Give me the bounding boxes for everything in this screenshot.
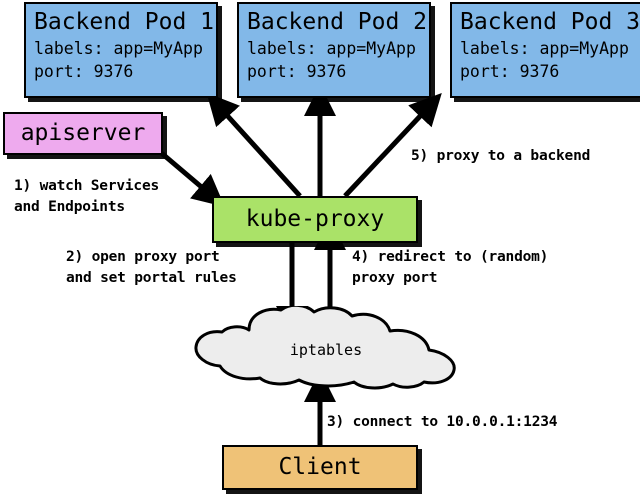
kube-proxy-label: kube-proxy: [245, 206, 385, 232]
step-4-label: 4) redirect to (random) proxy port: [352, 249, 549, 286]
client-box: Client: [222, 445, 418, 490]
pod-port: port: 9376: [460, 62, 560, 81]
arrow-apiserver-to-kubeproxy: [157, 149, 225, 207]
pod-labels: labels: app=MyApp: [460, 39, 629, 58]
pod-title: Backend Pod 1: [34, 9, 215, 35]
step-3-label: 3) connect to 10.0.0.1:1234: [327, 414, 558, 430]
step-5-label: 5) proxy to a backend: [411, 148, 591, 164]
pod-port: port: 9376: [34, 62, 134, 81]
kube-proxy-box: kube-proxy: [212, 196, 418, 243]
step-2-label: 2) open proxy port and set portal rules: [66, 249, 237, 286]
arrow-kubeproxy-to-pod1: [206, 92, 302, 198]
apiserver-box: apiserver: [3, 112, 163, 155]
step-1-label: 1) watch Services and Endpoints: [14, 178, 160, 215]
backend-pod-1-box: Backend Pod 1 labels: app=MyApp port: 93…: [24, 2, 218, 98]
apiserver-label: apiserver: [20, 120, 146, 146]
backend-pod-2-box: Backend Pod 2 labels: app=MyApp port: 93…: [237, 2, 431, 98]
pod-title: Backend Pod 3: [460, 9, 640, 35]
backend-pod-3-box: Backend Pod 3 labels: app=MyApp port: 93…: [450, 2, 640, 98]
pod-port: port: 9376: [247, 62, 347, 81]
client-label: Client: [278, 454, 362, 480]
pod-labels: labels: app=MyApp: [34, 39, 203, 58]
pod-title: Backend Pod 2: [247, 9, 428, 35]
iptables-cloud: iptables: [186, 306, 466, 390]
pod-labels: labels: app=MyApp: [247, 39, 416, 58]
